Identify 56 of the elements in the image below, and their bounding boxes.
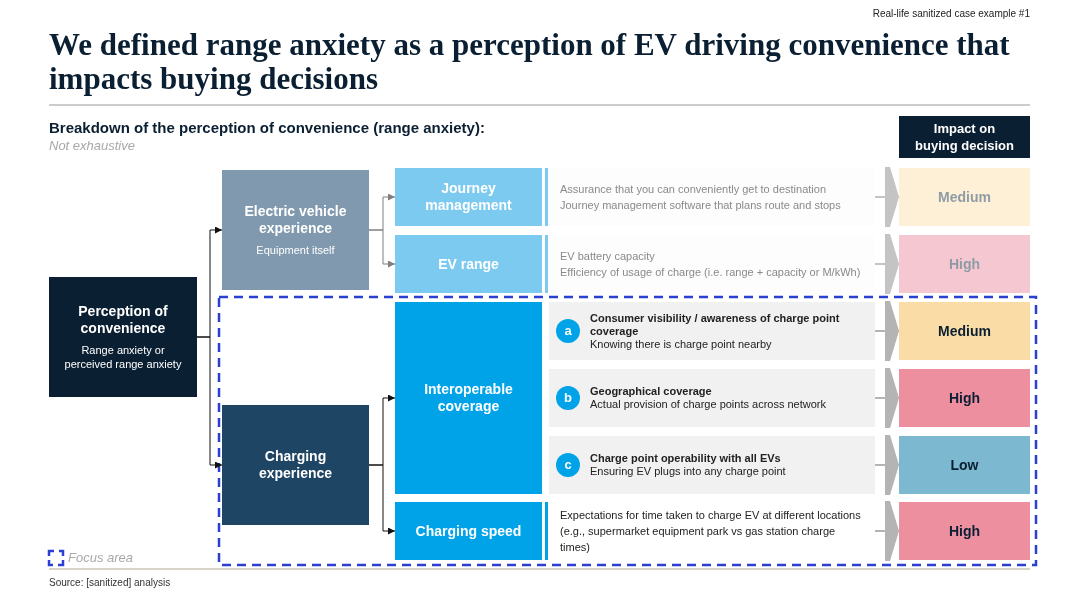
legend-text: Focus area: [68, 550, 134, 565]
description-panel: [549, 436, 875, 494]
impact-rating-box: [899, 436, 1030, 494]
category-box: [395, 502, 542, 560]
impact-rating-box: [899, 369, 1030, 427]
rating-text: Medium: [938, 323, 991, 339]
impact-rating-box: [899, 302, 1030, 360]
description-text: Journey management software that plans route and stops: [560, 198, 841, 213]
case-label: Real-life sanitized case example #1: [872, 8, 1030, 19]
connector-arrow: [196, 336, 223, 469]
description-text: Actual provision of charge points across network: [590, 398, 826, 411]
letter-badge: b: [556, 386, 580, 410]
letter-badge: a: [556, 319, 580, 343]
description-text: Assurance that you can conveniently get to destination: [560, 182, 826, 197]
box-subtitle: Range anxiety or perceived range anxiety: [63, 343, 183, 371]
item-heading: Charge point operability with all EVs: [590, 452, 782, 465]
category-box: [395, 168, 542, 226]
description-text: Efficiency of usage of charge (i.e. range + capacity or M/kWh): [560, 265, 861, 280]
source-note: Source: [sanitized] analysis: [49, 577, 171, 588]
box-title: Interoperable coverage: [423, 381, 514, 415]
impact-rating-box: [899, 235, 1030, 293]
connector-arrow: [368, 464, 396, 535]
box-title: Electric vehicle experience: [243, 203, 348, 237]
title: We defined range anxiety as a perception of EV driving convenience that impacts buying decisions: [49, 28, 1011, 96]
box-title: Perception of convenience: [77, 303, 169, 337]
box-title: Impact on buying decision: [914, 120, 1015, 154]
item-heading: Consumer visibility / awareness of charge point coverage: [590, 311, 841, 338]
item-heading: Geographical coverage: [590, 385, 713, 398]
category-box: [222, 405, 369, 525]
rating-text: High: [948, 523, 981, 539]
rating-text: High: [948, 390, 981, 406]
impact-rating-box: [899, 168, 1030, 226]
header-box: [899, 116, 1030, 158]
box-title: EV range: [437, 255, 500, 273]
letter-badge: c: [556, 453, 580, 477]
rating-text: Medium: [938, 189, 991, 205]
rating-text: High: [948, 256, 981, 272]
category-box: [49, 277, 197, 397]
box-title: Charging speed: [414, 522, 523, 540]
category-box: [395, 235, 542, 293]
box-subtitle: Equipment itself: [255, 243, 336, 257]
category-box: [395, 302, 542, 494]
description-text: EV battery capacity: [560, 249, 655, 264]
impact-rating-box: [899, 502, 1030, 560]
connector-arrow: [368, 229, 396, 268]
description-text: Ensuring EV plugs into any charge point: [590, 465, 786, 478]
rating-text: Low: [950, 457, 979, 473]
note: Not exhaustive: [49, 138, 135, 153]
description-panel: [549, 369, 875, 427]
subtitle: Breakdown of the perception of convenience (range anxiety):: [49, 119, 485, 136]
description-text: Expectations for time taken to charge EV at different locations (e.g., supermarket equipment park vs gas station charge times): [560, 508, 862, 555]
category-box: [222, 170, 369, 290]
description-panel: [549, 302, 875, 360]
box-title: Journey management: [424, 180, 513, 214]
description-text: Knowing there is charge point nearby: [590, 337, 773, 351]
box-title: Charging experience: [257, 448, 334, 482]
